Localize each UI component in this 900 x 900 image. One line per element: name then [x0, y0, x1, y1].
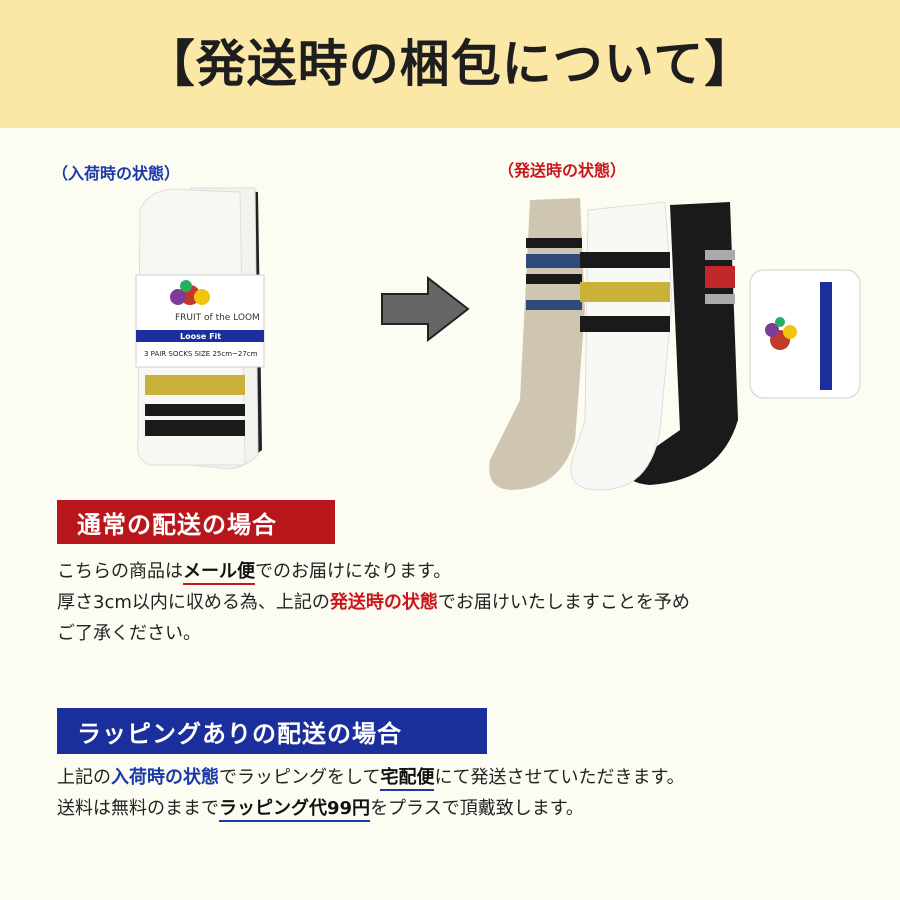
- text-segment: でラッピングをして: [219, 767, 381, 788]
- normal-delivery-badge: 通常の配送の場合: [57, 500, 335, 544]
- text-segment: でのお届けになります。: [255, 561, 452, 582]
- wrapping-line-1: 上記の入荷時の状態でラッピングをして宅配便にて発送させていただきます。: [57, 762, 877, 793]
- wrapping-line-2: 送料は無料のままでラッピング代99円をプラスで頂戴致します。: [57, 793, 877, 824]
- unpacked-socks-image: [489, 198, 861, 491]
- normal-delivery-text: こちらの商品はメール便でのお届けになります。 厚さ3cm以内に収める為、上記の発…: [57, 556, 877, 649]
- normal-line-3: ご了承ください。: [57, 623, 201, 644]
- mail-delivery-emphasis: メール便: [183, 561, 255, 585]
- text-segment: 上記の: [57, 767, 111, 788]
- arrival-state-emphasis: 入荷時の状態: [111, 767, 219, 788]
- packaged-socks-image: FRUIT of the LOOM Loose Fit 3 PAIR SOCKS…: [135, 187, 265, 470]
- normal-line-2: 厚さ3cm以内に収める為、上記の発送時の状態でお届けいたしますことを予め: [57, 587, 877, 618]
- text-segment: 厚さ3cm以内に収める為、上記の: [57, 592, 330, 613]
- arrival-state-caption: （入荷時の状態）: [52, 164, 181, 183]
- text-segment: をプラスで頂戴致します。: [370, 798, 584, 819]
- arrow-right-icon: [381, 276, 470, 342]
- text-segment: にて発送させていただきます。: [434, 767, 685, 788]
- svg-text:Loose Fit: Loose Fit: [180, 332, 221, 341]
- wrapping-delivery-text: 上記の入荷時の状態でラッピングをして宅配便にて発送させていただきます。 送料は無…: [57, 762, 877, 824]
- home-delivery-emphasis: 宅配便: [380, 767, 435, 791]
- svg-text:3 PAIR SOCKS SIZE 25cm~27cm: 3 PAIR SOCKS SIZE 25cm~27cm: [144, 350, 258, 358]
- svg-text:FRUIT of the LOOM: FRUIT of the LOOM: [175, 313, 260, 323]
- wrapping-delivery-badge: ラッピングありの配送の場合: [57, 708, 487, 754]
- page-title: 【発送時の梱包について】: [144, 35, 756, 93]
- shipping-state-emphasis: 発送時の状態: [329, 592, 438, 613]
- text-segment: 送料は無料のままで: [57, 798, 219, 819]
- normal-line-1: こちらの商品はメール便でのお届けになります。: [57, 556, 877, 587]
- text-segment: こちらの商品は: [57, 561, 183, 582]
- shipping-state-caption: （発送時の状態）: [498, 161, 627, 180]
- wrapping-fee-emphasis: ラッピング代99円: [219, 798, 371, 822]
- text-segment: でお届けいたしますことを予め: [437, 592, 690, 613]
- header-banner: 【発送時の梱包について】: [0, 0, 900, 128]
